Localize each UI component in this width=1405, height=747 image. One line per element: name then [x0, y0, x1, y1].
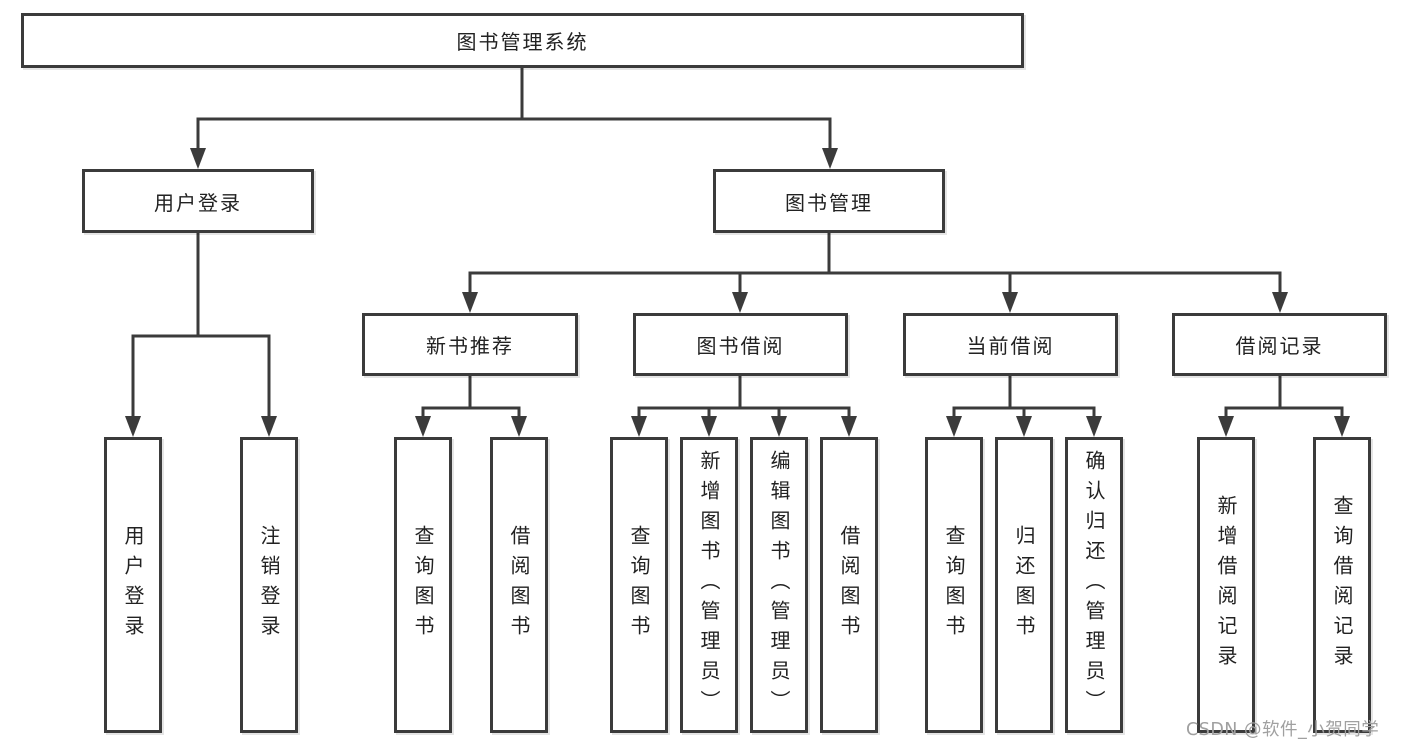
- leaf-query-books-recommend-label: 查询图书: [411, 525, 435, 645]
- node-book-borrow: 图书借阅: [633, 313, 848, 376]
- leaf-logout-label: 注销登录: [257, 525, 281, 645]
- leaf-confirm-return-admin: 确认归还（管理员）: [1065, 437, 1123, 733]
- leaf-logout: 注销登录: [240, 437, 298, 733]
- leaf-query-books-current: 查询图书: [925, 437, 983, 733]
- node-root-label: 图书管理系统: [456, 30, 589, 54]
- leaf-query-books-current-label: 查询图书: [942, 525, 966, 645]
- node-borrow-records: 借阅记录: [1172, 313, 1387, 376]
- leaf-add-book-admin: 新增图书（管理员）: [680, 437, 738, 733]
- node-book-management-label: 图书管理: [785, 190, 873, 215]
- leaf-borrow-books-recommend: 借阅图书: [490, 437, 548, 733]
- node-book-management: 图书管理: [713, 169, 945, 233]
- leaf-borrow-books-recommend-label: 借阅图书: [507, 525, 531, 645]
- node-new-book-recommend-label: 新书推荐: [426, 334, 514, 358]
- leaf-return-book: 归还图书: [995, 437, 1053, 733]
- leaf-edit-book-admin-label: 编辑图书（管理员）: [767, 450, 791, 720]
- leaf-query-borrow-record: 查询借阅记录: [1313, 437, 1371, 733]
- leaf-add-borrow-record-label: 新增借阅记录: [1214, 495, 1238, 675]
- leaf-return-book-label: 归还图书: [1012, 525, 1036, 645]
- leaf-query-borrow-record-label: 查询借阅记录: [1330, 495, 1354, 675]
- node-borrow-records-label: 借阅记录: [1235, 334, 1324, 358]
- leaf-add-borrow-record: 新增借阅记录: [1197, 437, 1255, 733]
- leaf-user-login: 用户登录: [104, 437, 162, 733]
- leaf-query-books-borrow-label: 查询图书: [627, 525, 651, 645]
- node-user-login: 用户登录: [82, 169, 314, 233]
- leaf-borrow-books: 借阅图书: [820, 437, 878, 733]
- leaf-add-book-admin-label: 新增图书（管理员）: [697, 450, 721, 720]
- leaf-user-login-label: 用户登录: [121, 525, 145, 645]
- node-current-borrow: 当前借阅: [903, 313, 1118, 376]
- leaf-query-books-borrow: 查询图书: [610, 437, 668, 733]
- node-root: 图书管理系统: [21, 13, 1024, 68]
- csdn-watermark: CSDN @软件_小贺同学: [1186, 720, 1380, 740]
- leaf-borrow-books-label: 借阅图书: [837, 525, 861, 645]
- leaf-query-books-recommend: 查询图书: [394, 437, 452, 733]
- leaf-edit-book-admin: 编辑图书（管理员）: [750, 437, 808, 733]
- node-current-borrow-label: 当前借阅: [966, 334, 1055, 358]
- node-book-borrow-label: 图书借阅: [696, 334, 785, 358]
- leaf-confirm-return-admin-label: 确认归还（管理员）: [1082, 450, 1106, 720]
- node-user-login-label: 用户登录: [154, 190, 242, 215]
- node-new-book-recommend: 新书推荐: [362, 313, 578, 376]
